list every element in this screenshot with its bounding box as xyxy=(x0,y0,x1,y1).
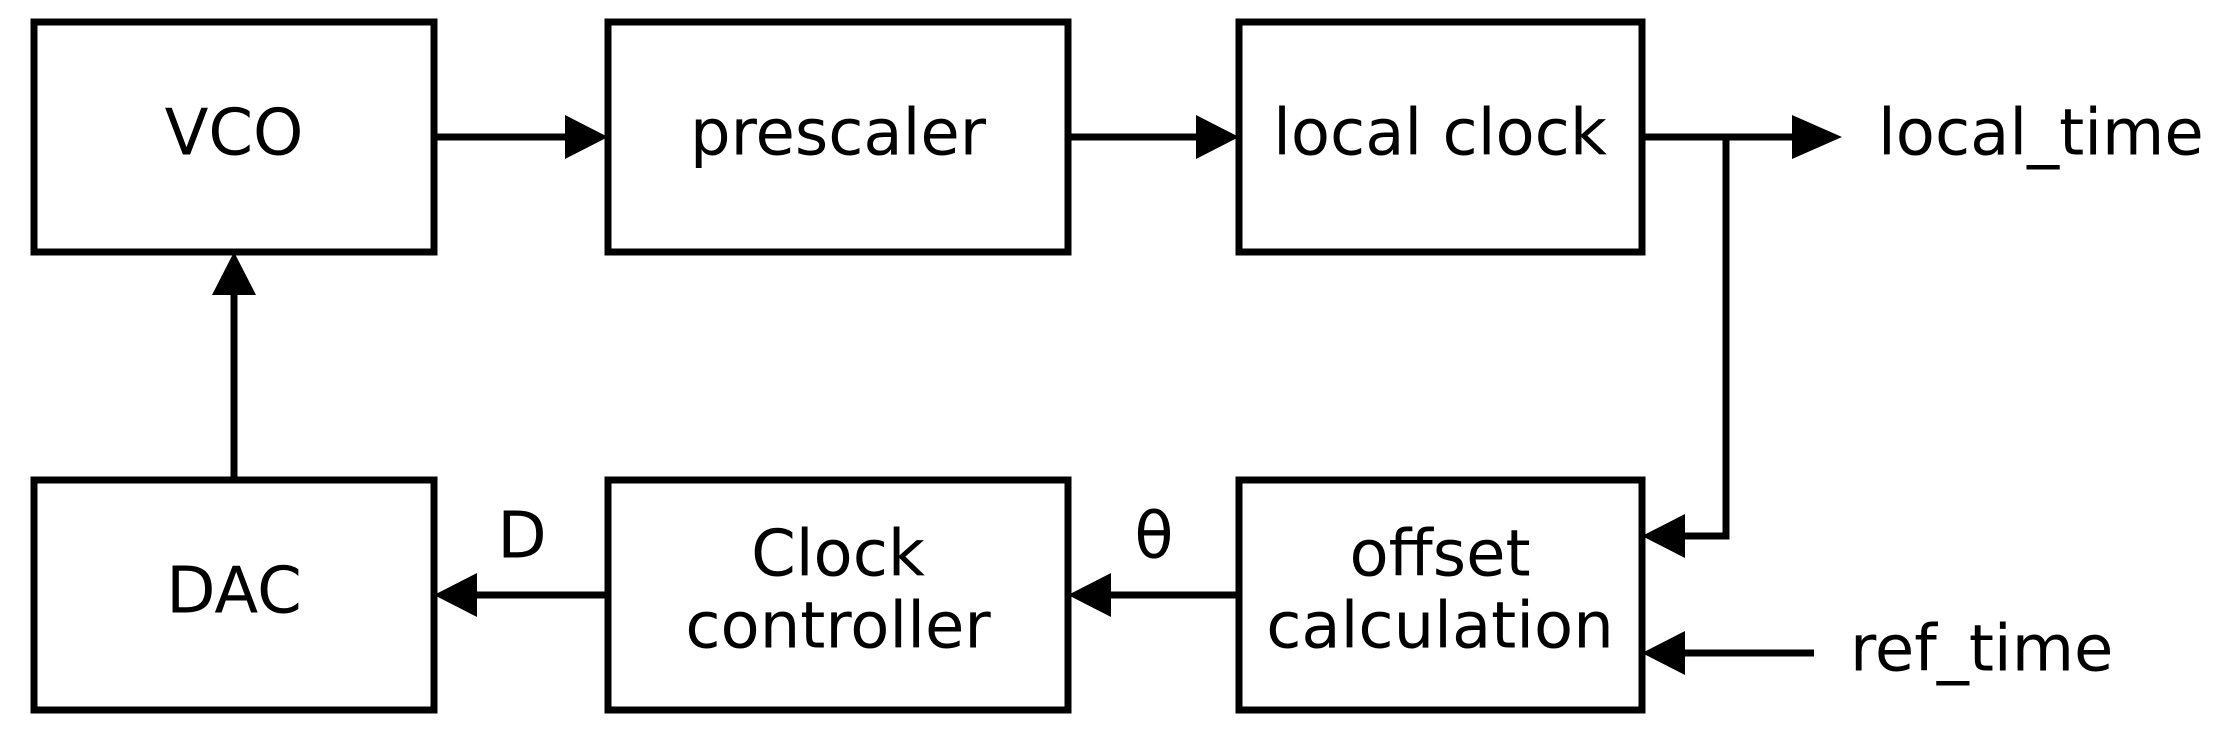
d-arrow xyxy=(434,573,608,617)
vco-to-prescaler-arrow xyxy=(434,115,608,159)
clock-controller-label-line2: controller xyxy=(685,590,991,664)
ref-time-signal-label: ref_time xyxy=(1850,613,2113,687)
offset-calculation-block: offset calculation xyxy=(1235,476,1646,714)
local-time-feedback-arrow xyxy=(1642,137,1730,558)
dac-label: DAC xyxy=(166,555,302,629)
local-clock-block: local clock xyxy=(1235,18,1646,256)
vco-label: VCO xyxy=(165,97,304,171)
offset-calculation-label-line1: offset xyxy=(1349,518,1530,592)
theta-signal-label: θ xyxy=(1134,500,1173,574)
prescaler-label: prescaler xyxy=(690,97,987,171)
prescaler-to-local-clock-arrow xyxy=(1068,115,1239,159)
clock-controller-block: Clock controller xyxy=(604,476,1072,714)
d-signal-label: D xyxy=(497,500,546,574)
local-clock-label: local clock xyxy=(1273,97,1607,171)
ref-time-input-arrow xyxy=(1642,631,1814,675)
local-time-output-arrow xyxy=(1642,115,1842,159)
vco-block: VCO xyxy=(30,18,438,256)
dac-to-vco-arrow xyxy=(212,252,256,480)
dac-block: DAC xyxy=(30,476,438,714)
theta-arrow xyxy=(1068,573,1239,617)
clock-controller-label-line1: Clock xyxy=(751,518,925,592)
prescaler-block: prescaler xyxy=(604,18,1072,256)
local-time-signal-label: local_time xyxy=(1878,97,2204,171)
offset-calculation-label-line2: calculation xyxy=(1266,590,1614,664)
